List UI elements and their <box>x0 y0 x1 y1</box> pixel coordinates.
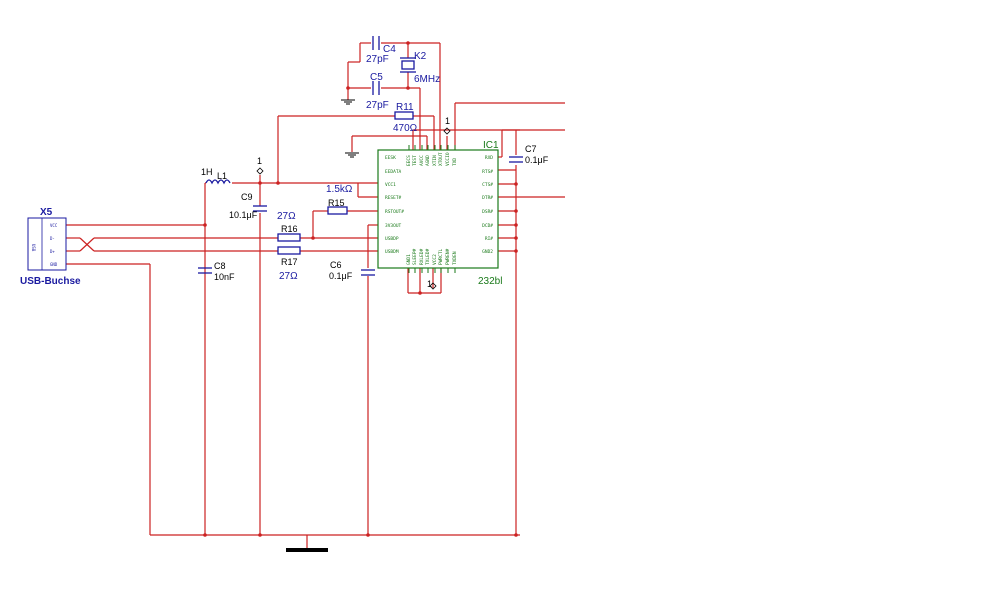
x5-pin-4: GND <box>50 262 58 267</box>
ic1-pin-txden: TXDEN <box>452 251 458 265</box>
r16-value: 27Ω <box>277 211 296 222</box>
l1-ref: L1 <box>217 171 227 181</box>
ic1-ref: IC1 <box>483 140 499 151</box>
c6-ref: C6 <box>330 260 342 270</box>
r11-value: 470Ω <box>393 123 418 134</box>
ic1-top-pins: EECS TEST AVCC AGND XTIN XTOUT VCCIO TXD <box>406 152 458 166</box>
ic1-pin-eedata: EEDATA <box>385 169 402 175</box>
ic1-pin-eesk: EESK <box>385 155 396 161</box>
power-flag-1-label: 1 <box>257 156 262 166</box>
ground-symbol-eecs <box>345 152 359 158</box>
ic1-pin-test: TEST <box>412 155 418 166</box>
ic1-bottom-pins: GND1 SLEEP# RXLED# TXLED# VCC2 PWRCTL PW… <box>406 248 458 265</box>
c9-ref: C9 <box>241 192 253 202</box>
ic1-pin-pwrctl: PWRCTL <box>438 248 444 265</box>
x5-body-label: USB <box>31 244 36 252</box>
ic1-pin-gnd1: GND1 <box>406 254 412 265</box>
ground-symbol-crystal <box>341 99 355 105</box>
ic1-pin-rstout: RSTOUT# <box>385 209 404 215</box>
ic1-left-pins: EESK EEDATA VCC1 RESET# RSTOUT# 3V3OUT U… <box>385 155 404 255</box>
r17-ref: R17 <box>281 257 298 267</box>
usb-connector-x5: USB VCC D- D+ GND X5 USB-Buchse <box>20 207 81 287</box>
ic1-pin-txd: TXD <box>452 158 458 166</box>
wires <box>66 42 565 548</box>
crystal-k2: K2 6MHz <box>400 51 440 85</box>
ic1-pin-cts: CTS# <box>482 182 493 188</box>
c7-ref: C7 <box>525 144 537 154</box>
ic1-pin-gnd2: GND2 <box>482 249 493 255</box>
ic1-pin-xtout: XTOUT <box>438 152 444 166</box>
power-flag-3: 1 <box>427 279 437 290</box>
ic1-pin-vcc2: VCC2 <box>432 254 438 265</box>
resistor-r17: R17 27Ω <box>277 246 301 282</box>
c7-value: 0.1μF <box>525 155 549 165</box>
capacitor-c5: C5 27pF <box>366 72 389 111</box>
ic1-pin-dcd: DCD# <box>482 223 493 229</box>
ic1-pin-rxled: RXLED# <box>419 248 425 265</box>
r17-value: 27Ω <box>279 271 298 282</box>
ic1-pin-avcc: AVCC <box>419 155 425 166</box>
c4-value: 27pF <box>366 54 389 65</box>
c8-ref: C8 <box>214 261 226 271</box>
x5-pin-2: D- <box>50 236 55 241</box>
r15-value: 1.5kΩ <box>326 184 353 195</box>
l1-value: 1H <box>201 167 213 177</box>
ic1-pin-txled: TXLED# <box>425 248 431 265</box>
ic1-pin-xtin: XTIN <box>432 155 438 166</box>
ic1-pin-agnd: AGND <box>425 155 431 166</box>
x5-pin-1: VCC <box>50 223 58 228</box>
ic1-ft232bl: IC1 232bl EESK EEDATA VCC1 RESET# RSTOUT… <box>377 140 502 287</box>
c5-value: 27pF <box>366 100 389 111</box>
ic1-pin-rxd: RXD <box>485 155 493 161</box>
k2-value: 6MHz <box>414 74 440 85</box>
inductor-l1: 1H L1 <box>201 167 231 185</box>
resistor-r15: 1.5kΩ R15 <box>326 184 353 215</box>
resistor-r11: R11 470Ω <box>393 102 418 134</box>
capacitor-c6: C6 0.1μF <box>329 260 375 281</box>
ic1-pin-vcc1: VCC1 <box>385 182 396 188</box>
c4-ref: C4 <box>383 44 396 55</box>
ic1-pin-dsr: DSR# <box>482 209 493 215</box>
capacitor-c7: C7 0.1μF <box>509 144 549 165</box>
c6-value: 0.1μF <box>329 271 353 281</box>
r16-ref: R16 <box>281 224 298 234</box>
ic1-pin-eecs: EECS <box>406 155 412 166</box>
ic1-pin-pwren: PWREN# <box>445 248 451 265</box>
capacitor-c8: C8 10nF <box>198 261 235 282</box>
power-flag-1: 1 <box>256 156 264 175</box>
ic1-pin-reset: RESET# <box>385 195 402 201</box>
x5-ref: X5 <box>40 207 53 218</box>
x5-pin-3: D+ <box>50 249 55 254</box>
ground-bar <box>286 548 328 552</box>
ic1-pin-sleep: SLEEP# <box>412 248 418 265</box>
c9-value: 10.1μF <box>229 210 258 220</box>
c8-value: 10nF <box>214 272 235 282</box>
ic1-pin-usbdp: USBDP <box>385 236 399 242</box>
ic1-pin-stubs <box>408 145 456 273</box>
ic1-part: 232bl <box>478 276 502 287</box>
ic1-pin-vccio: VCCIO <box>445 152 451 166</box>
resistor-r16: 27Ω R16 <box>277 211 301 242</box>
junctions <box>203 41 518 537</box>
capacitor-c9: C9 10.1μF <box>229 192 267 220</box>
c5-ref: C5 <box>370 72 383 83</box>
ic1-pin-rts: RTS# <box>482 169 493 175</box>
capacitor-c4: C4 27pF <box>366 36 396 65</box>
ic1-right-pins: RXD RTS# CTS# DTR# DSR# DCD# RI# GND2 <box>482 155 493 255</box>
power-flag-2: 1 <box>443 116 451 135</box>
r15-ref: R15 <box>328 198 345 208</box>
ic1-pin-3v3out: 3V3OUT <box>385 223 402 229</box>
ic1-pin-usbdm: USBDM <box>385 249 399 255</box>
x5-name: USB-Buchse <box>20 276 81 287</box>
k2-ref: K2 <box>414 51 427 62</box>
ic1-pin-ri: RI# <box>485 236 493 242</box>
r11-ref: R11 <box>396 102 414 113</box>
power-flag-3-label: 1 <box>427 279 432 289</box>
ic1-pin-dtr: DTR# <box>482 195 493 201</box>
power-flag-2-label: 1 <box>445 116 450 126</box>
